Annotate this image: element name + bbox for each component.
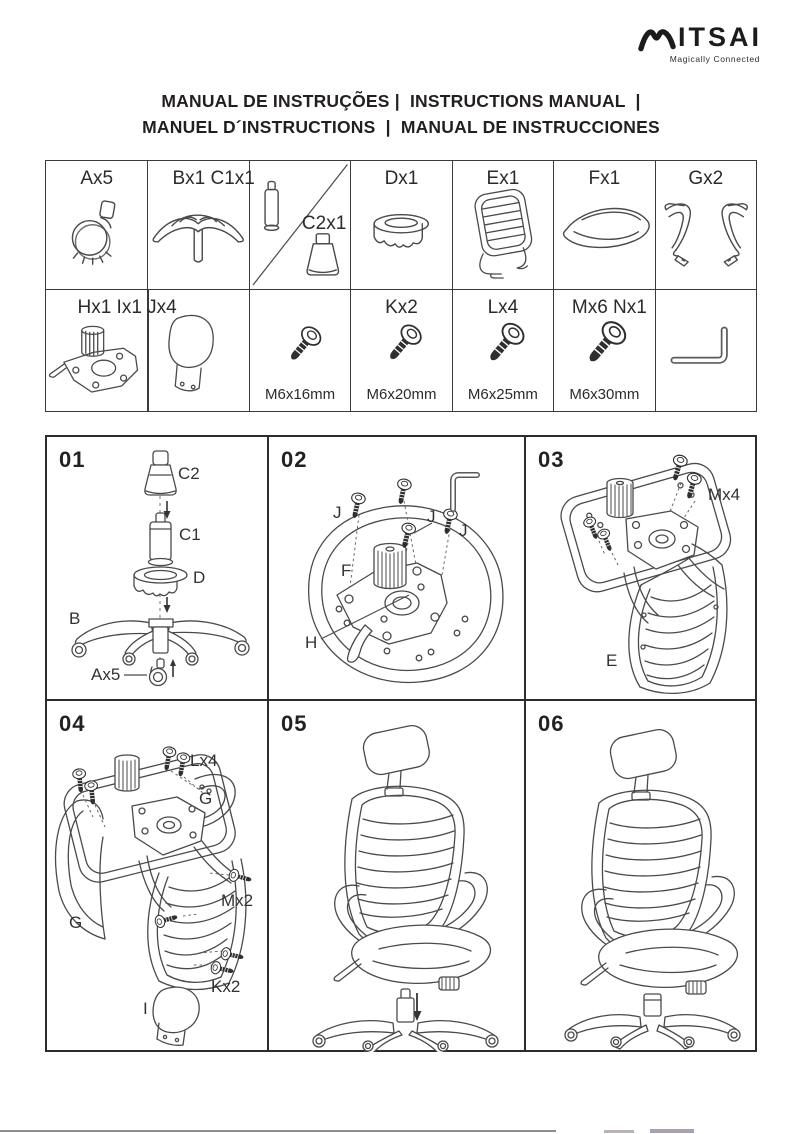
step-02-panel: 02 — [267, 437, 524, 699]
part-cell-screw16: M6x16mm — [248, 288, 351, 411]
base-cap-icon — [373, 214, 430, 248]
part-label: Dx1 — [384, 168, 419, 189]
headrest-icon — [168, 314, 214, 391]
step-01-diagram — [71, 450, 250, 687]
part-cell-a: Ax5 — [46, 161, 147, 289]
label-g-right: G — [199, 789, 213, 808]
step-number: 06 — [538, 711, 565, 736]
brand-tagline: Magically Connected — [669, 54, 760, 64]
part-label: Mx6 Nx1 — [571, 296, 647, 318]
chair-base-icon — [152, 214, 245, 263]
label-j3: J — [459, 521, 468, 540]
step-number: 03 — [538, 447, 565, 472]
label-c1: C1 — [179, 525, 201, 544]
page-title-line1: MANUAL DE INSTRUÇÕES | INSTRUCTIONS MANU… — [161, 91, 641, 111]
part-label: Gx2 — [688, 168, 724, 189]
scan-artifact — [650, 1129, 694, 1133]
step-03-diagram — [560, 453, 732, 695]
part-cell-screw25: Lx4 M6x25mm — [451, 288, 554, 411]
screw-size-label: M6x25mm — [467, 386, 538, 403]
part-label: Kx2 — [385, 296, 418, 318]
label-mx4: Mx4 — [708, 485, 741, 504]
part-cell-c2: C2x1 — [248, 161, 350, 289]
label-j2: J — [427, 507, 436, 526]
armrest-pair-icon — [664, 202, 748, 267]
parts-table: Ax5 Bx1 C1x1 — [45, 160, 757, 412]
tilt-mechanism-icon — [48, 314, 214, 393]
part-cell-screw30: Mx6 Nx1 M6x30mm — [553, 288, 655, 411]
part-label: Bx1 C1x1 — [172, 168, 255, 189]
step-number: 01 — [59, 447, 86, 472]
label-ax5: Ax5 — [91, 665, 121, 684]
step-05-diagram — [312, 725, 499, 1052]
step-04-panel: 04 — [47, 699, 267, 1050]
lift-cover-icon — [306, 233, 340, 276]
part-label: Ax5 — [80, 168, 114, 189]
part-cell-h-i-j: Hx1 Ix1 Jx4 — [46, 288, 249, 411]
label-g-left: G — [69, 913, 83, 932]
brand-wordmark: ITSAI — [677, 22, 762, 52]
part-cell-allen-key — [654, 288, 756, 411]
step-02-diagram — [308, 472, 504, 684]
part-label: Ex1 — [486, 168, 520, 189]
part-cell-d: Dx1 — [350, 161, 451, 289]
label-j1: J — [333, 503, 342, 522]
part-cell-f: Fx1 — [553, 161, 654, 289]
part-cell-e: Ex1 — [451, 161, 553, 289]
step-05-panel: 05 — [267, 699, 524, 1052]
step-03-panel: 03 — [524, 437, 755, 699]
screw-size-label: M6x16mm — [265, 386, 336, 403]
page-title-line2: MANUEL D´INSTRUCTIONS | MANUAL DE INSTRU… — [142, 117, 660, 137]
label-i: I — [143, 999, 148, 1018]
step-number: 05 — [281, 711, 308, 736]
step-06-panel: 06 — [524, 699, 755, 1050]
caster-wheel-icon — [71, 200, 116, 265]
part-label: Hx1 Ix1 Jx4 — [77, 296, 177, 318]
label-h: H — [305, 633, 318, 652]
diagonal-divider — [252, 164, 348, 286]
part-label: C2x1 — [301, 213, 347, 234]
label-e: E — [606, 651, 618, 670]
cell-divider — [147, 289, 149, 411]
page-edge-line — [0, 1130, 556, 1133]
part-cell-b-c1: Bx1 C1x1 — [147, 161, 255, 289]
label-b: B — [69, 609, 81, 628]
allen-key-icon — [670, 326, 728, 364]
brand-m-wave-icon — [638, 28, 676, 51]
label-c2: C2 — [178, 464, 200, 483]
label-f: F — [341, 561, 352, 580]
label-kx2: Kx2 — [211, 977, 241, 996]
label-d: D — [193, 568, 206, 587]
backrest-frame-icon — [474, 188, 532, 279]
step-04-diagram — [54, 745, 254, 1046]
step-number: 04 — [59, 711, 86, 736]
part-label: Lx4 — [487, 296, 519, 318]
screw-size-label: M6x30mm — [569, 386, 640, 403]
label-mx2: Mx2 — [221, 891, 254, 910]
gas-lift-icon — [263, 180, 280, 231]
seat-cushion-icon — [562, 207, 650, 249]
screw-size-label: M6x20mm — [366, 386, 437, 403]
part-label: Fx1 — [588, 168, 621, 189]
scan-artifact — [604, 1130, 634, 1133]
step-01-panel: 01 — [47, 437, 267, 699]
assembly-steps-grid: 01 — [45, 435, 757, 1052]
part-cell-screw20: Kx2 M6x20mm — [350, 288, 452, 411]
step-06-diagram — [564, 729, 741, 1050]
step-number: 02 — [281, 447, 308, 472]
part-cell-g: Gx2 — [654, 161, 756, 289]
brand-logo: ITSAI Magically Connected — [638, 22, 762, 64]
label-lx4: Lx4 — [190, 751, 218, 770]
